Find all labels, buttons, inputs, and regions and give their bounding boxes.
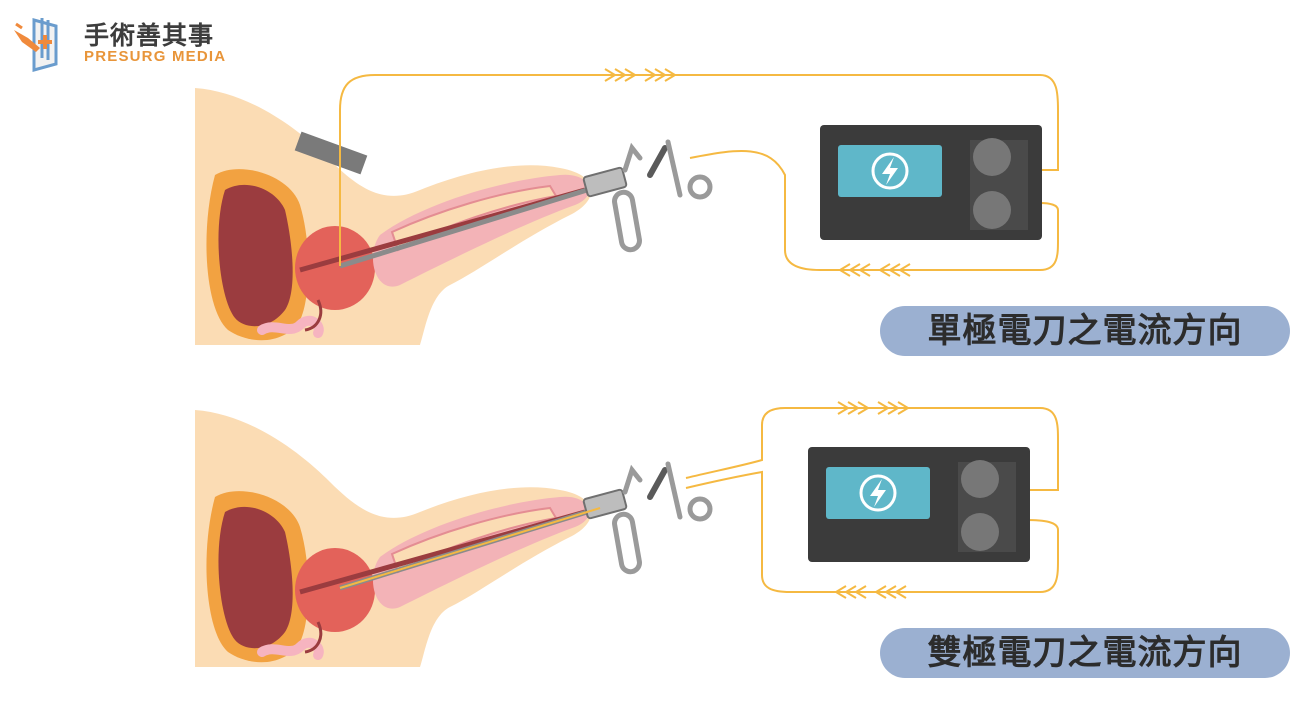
bipolar-diagram	[195, 401, 1059, 667]
bipolar-label: 雙極電刀之電流方向	[880, 628, 1290, 678]
bipolar-return-wire	[685, 470, 1059, 593]
bipolar-generator	[806, 445, 1032, 564]
logo-english-name: PRESURG MEDIA	[84, 48, 227, 65]
monopolar-return-wire	[339, 74, 1059, 266]
monopolar-diagram	[195, 68, 1059, 345]
bipolar-active-wire	[685, 407, 1059, 491]
bipolar-anatomy	[195, 410, 710, 667]
scalpel-logo-icon	[14, 18, 58, 72]
grounding-pad	[294, 131, 368, 175]
monopolar-active-wire	[689, 150, 1059, 271]
brand-logo: 手術善其事 PRESURG MEDIA	[12, 12, 252, 76]
monopolar-anatomy	[195, 88, 710, 345]
logo-chinese-name: 手術善其事	[84, 21, 215, 50]
monopolar-label: 單極電刀之電流方向	[880, 306, 1290, 356]
monopolar-generator	[818, 123, 1044, 242]
